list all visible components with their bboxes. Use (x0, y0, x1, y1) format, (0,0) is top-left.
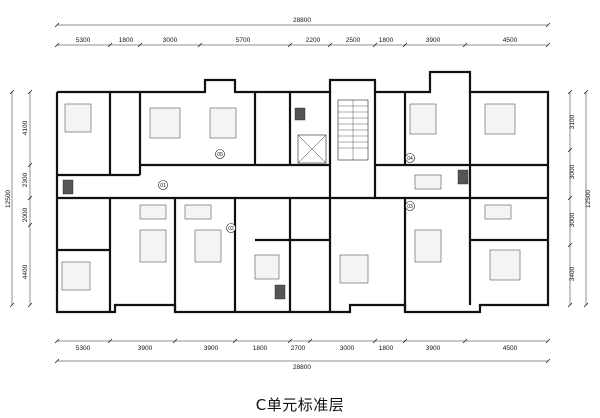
dimension-tick (54, 22, 60, 28)
dimension-tick (107, 338, 113, 344)
dimension-tick (402, 338, 408, 344)
furniture (61, 103, 521, 300)
dimension-tick (27, 162, 33, 168)
dim-left-seg: 4100 (22, 120, 29, 135)
dimension-tick (567, 147, 573, 153)
dimension-tick (27, 195, 33, 201)
dim-top-seg: 2500 (346, 37, 361, 44)
dim-bottom-seg: 3900 (138, 345, 153, 352)
dim-top-seg: 4500 (503, 37, 518, 44)
dimension-tick (307, 338, 313, 344)
dim-bottom-seg: 1800 (379, 345, 394, 352)
dimension-tick (462, 338, 468, 344)
elevator-shaft (297, 134, 327, 164)
room-tag: 03 (407, 204, 413, 210)
dim-bottom-seg: 2700 (291, 345, 306, 352)
stair-core (297, 99, 369, 164)
dimension-tick (462, 42, 468, 48)
dimension-tick (567, 302, 573, 308)
walls (55, 70, 550, 314)
dimension-tick (197, 42, 203, 48)
dimension-lines (11, 24, 587, 362)
dim-top-seg: 1800 (379, 37, 394, 44)
dim-top-seg: 1800 (119, 37, 134, 44)
dimension-tick (287, 42, 293, 48)
dim-top-seg: 5300 (76, 37, 91, 44)
dim-right-total: 12500 (585, 190, 592, 208)
dimension-tick (372, 42, 378, 48)
dim-left-total: 12500 (5, 190, 12, 208)
dim-bottom-total: 28800 (293, 364, 311, 371)
dim-top-seg: 5700 (236, 37, 251, 44)
dim-left-seg: 2000 (22, 207, 29, 222)
dim-top-seg: 2200 (306, 37, 321, 44)
dimension-tick (567, 89, 573, 95)
dimension-tick (545, 42, 551, 48)
dimension-tick (327, 42, 333, 48)
dim-bottom-seg: 1800 (253, 345, 268, 352)
dim-bottom-seg: 3000 (340, 345, 355, 352)
dimension-tick (54, 42, 60, 48)
dimension-tick (172, 338, 178, 344)
dimension-tick (27, 302, 33, 308)
dimension-tick (402, 42, 408, 48)
dim-top-seg: 3900 (426, 37, 441, 44)
room-tags: 01 02 03 04 05 (158, 149, 415, 233)
dim-right-seg: 3100 (569, 114, 576, 129)
dimension-tick (567, 242, 573, 248)
dimension-tick (54, 358, 60, 364)
dim-top-total: 28800 (293, 17, 311, 24)
dimension-tick (232, 338, 238, 344)
dimension-tick (27, 89, 33, 95)
dimension-tick (545, 358, 551, 364)
dimension-tick (27, 222, 33, 228)
dim-bottom-seg: 4500 (503, 345, 518, 352)
dimension-ticks (9, 22, 589, 364)
dimension-tick (9, 89, 15, 95)
dimension-tick (287, 338, 293, 344)
dimension-tick (583, 89, 589, 95)
dimension-tick (567, 195, 573, 201)
dim-top-seg: 3000 (163, 37, 178, 44)
dimension-tick (545, 338, 551, 344)
dim-bottom-seg: 3900 (204, 345, 219, 352)
dim-right-seg: 3000 (569, 164, 576, 179)
dim-bottom-seg: 5300 (76, 345, 91, 352)
dim-right-seg: 3400 (569, 266, 576, 281)
dim-right-seg: 3000 (569, 212, 576, 227)
plan-caption: C单元标准层 (255, 396, 345, 414)
room-tag: 05 (217, 152, 223, 158)
room-tag: 04 (407, 156, 413, 162)
dimension-tick (54, 338, 60, 344)
dimension-tick (372, 338, 378, 344)
dimension-tick (9, 302, 15, 308)
dim-bottom-seg: 3900 (426, 345, 441, 352)
dimension-tick (583, 302, 589, 308)
room-tag: 01 (160, 183, 166, 189)
dim-left-seg: 4400 (22, 264, 29, 279)
dimension-tick (107, 42, 113, 48)
dimension-tick (137, 42, 143, 48)
dim-left-seg: 2300 (22, 172, 29, 187)
dimension-tick (545, 22, 551, 28)
room-tag: 02 (228, 226, 234, 232)
